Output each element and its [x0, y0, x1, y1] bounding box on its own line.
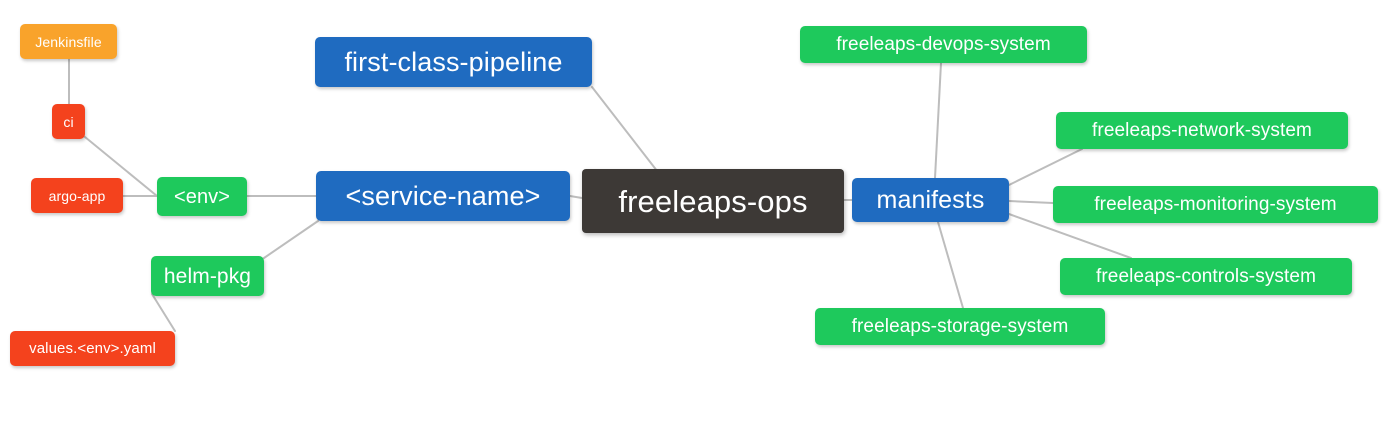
- node-storage-system[interactable]: freeleaps-storage-system: [815, 308, 1105, 345]
- node-label: argo-app: [48, 187, 106, 204]
- node-label: values.<env>.yaml: [29, 340, 156, 357]
- node-label: freeleaps-devops-system: [836, 34, 1051, 55]
- node-label: freeleaps-ops: [618, 183, 808, 219]
- edge-manifests-to-storage-system: [937, 221, 964, 309]
- node-monitoring-system[interactable]: freeleaps-monitoring-system: [1053, 186, 1378, 223]
- edge-manifests-to-network-system: [1008, 148, 1083, 186]
- node-label: <env>: [173, 185, 231, 208]
- edge-manifests-to-devops-system: [934, 62, 942, 179]
- node-env[interactable]: <env>: [157, 177, 247, 216]
- node-label: <service-name>: [345, 180, 541, 211]
- node-values-yaml[interactable]: values.<env>.yaml: [10, 331, 175, 366]
- node-label: Jenkinsfile: [35, 33, 102, 50]
- node-first-class-pipeline[interactable]: first-class-pipeline: [315, 37, 592, 87]
- edge-values-yaml-to-helm-pkg: [151, 293, 176, 332]
- node-devops-system[interactable]: freeleaps-devops-system: [800, 26, 1087, 63]
- edge-helm-pkg-to-service-name: [263, 220, 319, 259]
- edge-first-class-pipeline-to-freeleaps-ops: [591, 86, 662, 177]
- node-network-system[interactable]: freeleaps-network-system: [1056, 112, 1348, 149]
- node-service-name[interactable]: <service-name>: [316, 171, 570, 221]
- node-controls-system[interactable]: freeleaps-controls-system: [1060, 258, 1352, 295]
- node-helm-pkg[interactable]: helm-pkg: [151, 256, 264, 296]
- node-label: freeleaps-network-system: [1092, 120, 1312, 141]
- node-label: ci: [63, 113, 74, 130]
- node-ci[interactable]: ci: [52, 104, 85, 139]
- node-label: freeleaps-storage-system: [851, 316, 1069, 337]
- node-label: freeleaps-monitoring-system: [1094, 194, 1337, 215]
- node-label: freeleaps-controls-system: [1095, 266, 1317, 287]
- node-argo-app[interactable]: argo-app: [31, 178, 123, 213]
- node-label: helm-pkg: [163, 264, 252, 288]
- node-freeleaps-ops[interactable]: freeleaps-ops: [582, 169, 844, 233]
- node-manifests[interactable]: manifests: [852, 178, 1009, 222]
- edge-service-name-to-freeleaps-ops: [569, 195, 583, 199]
- node-label: manifests: [876, 185, 985, 214]
- node-label: first-class-pipeline: [344, 46, 563, 77]
- node-jenkinsfile[interactable]: Jenkinsfile: [20, 24, 117, 59]
- edge-manifests-to-monitoring-system: [1008, 200, 1054, 204]
